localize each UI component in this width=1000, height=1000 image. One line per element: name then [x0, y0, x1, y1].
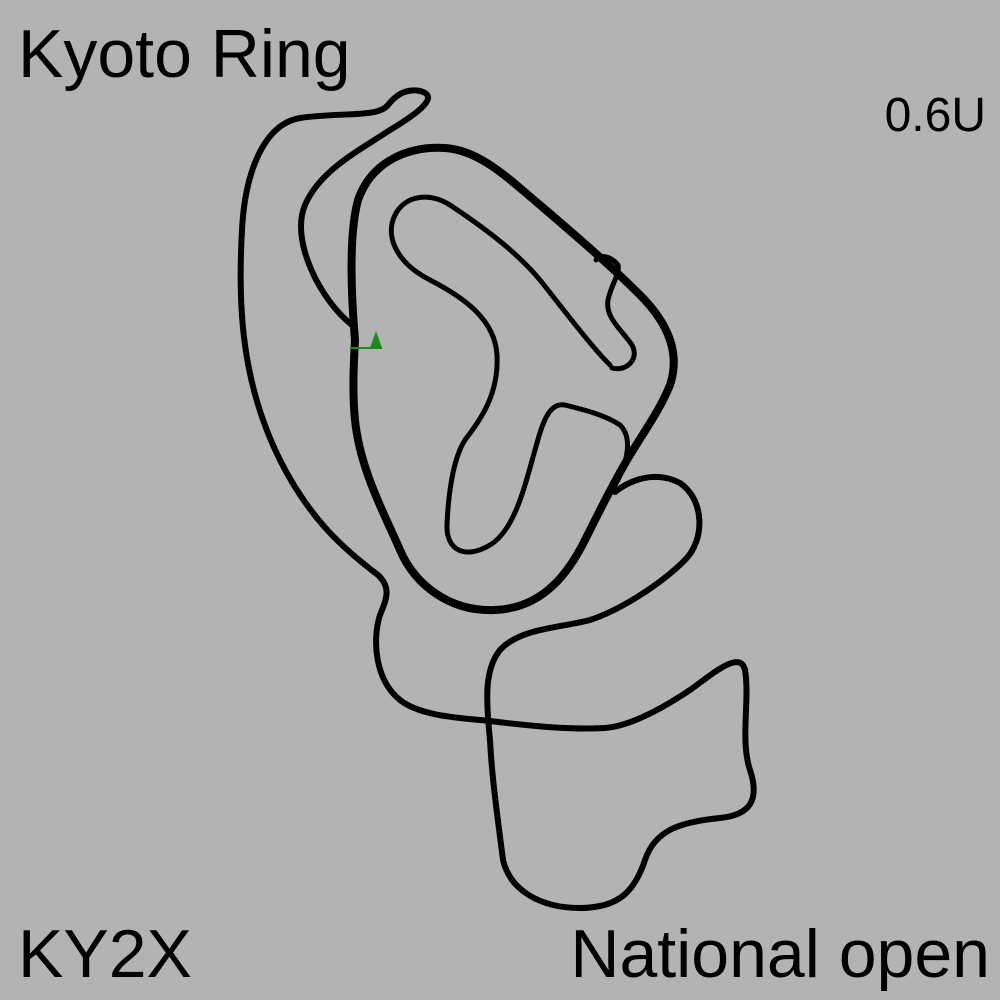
track-outline-main — [347, 143, 678, 615]
track-code: KY2X — [18, 916, 192, 992]
track-name: Kyoto Ring — [18, 16, 351, 92]
start-flag-icon — [350, 331, 382, 349]
track-layout: National open — [570, 916, 990, 992]
map-scale: 0.6U — [884, 89, 986, 142]
track-outline-chicane — [593, 254, 637, 372]
track-outline-outer — [237, 87, 757, 911]
track-outline-inner — [388, 194, 630, 555]
